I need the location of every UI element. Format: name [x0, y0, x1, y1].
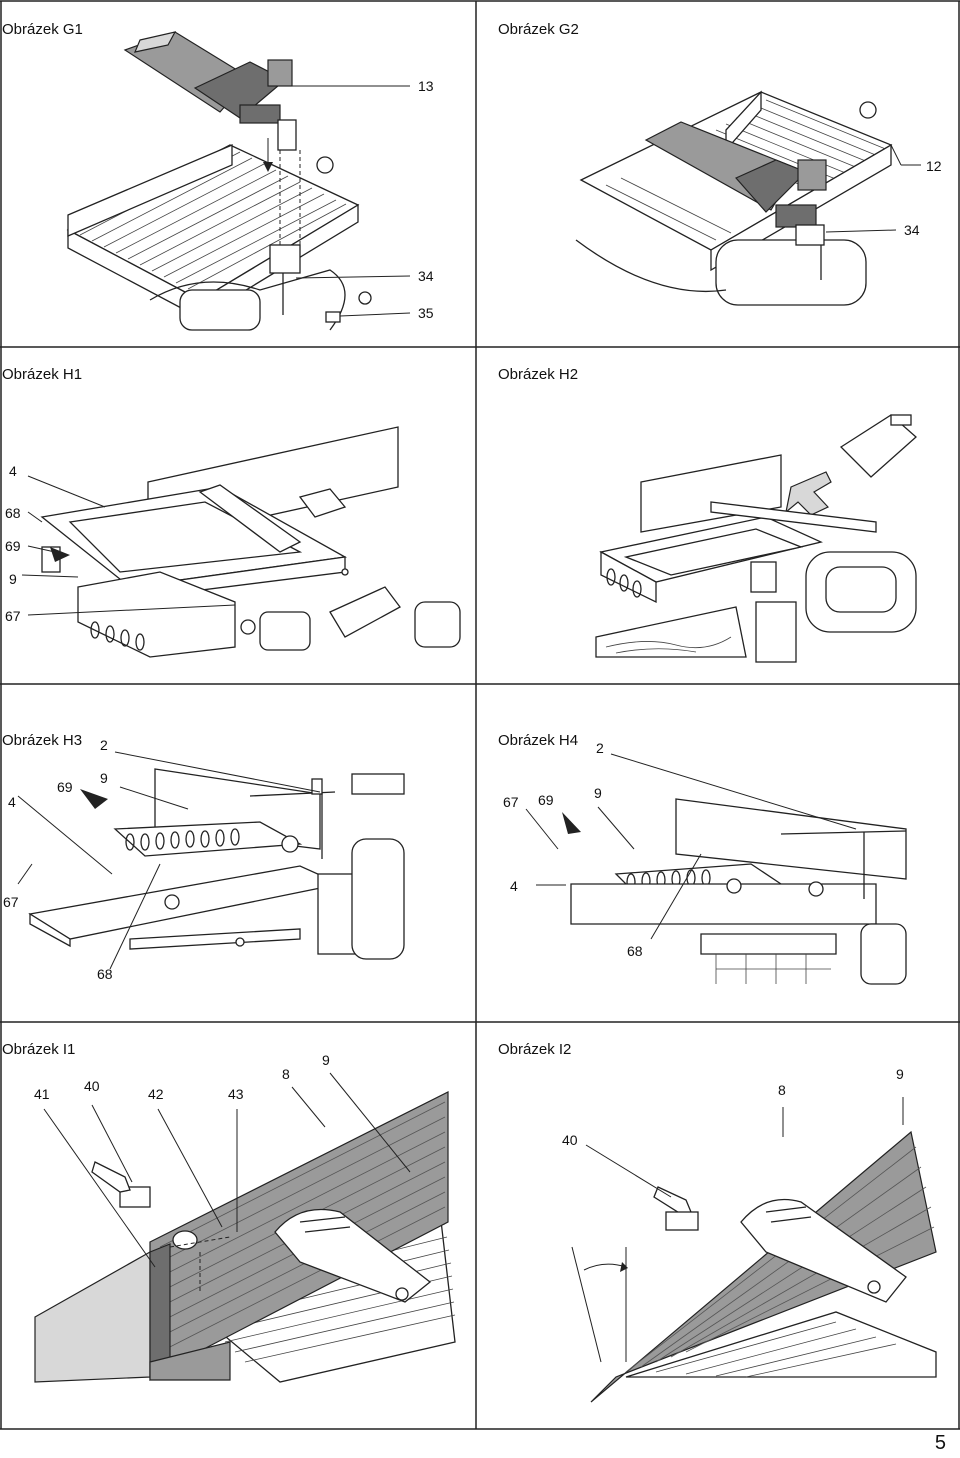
panel-title: Obrázek H2 — [498, 366, 579, 383]
panel-title: Obrázek G2 — [498, 21, 579, 38]
panel-h3: Obrázek H3 2 4 — [0, 684, 476, 1022]
callout-69: 69 — [57, 779, 73, 795]
panel-title: Obrázek H4 — [498, 732, 579, 749]
panel-h2: Obrázek H2 — [476, 347, 960, 684]
callout-9: 9 — [322, 1052, 330, 1068]
callout-9: 9 — [9, 571, 17, 587]
fence-bevel-illustration — [34, 1072, 456, 1383]
table-lowered-illustration — [525, 753, 907, 985]
panel-h1: Obrázek H1 4 68 69 9 67 — [0, 347, 476, 684]
callout-9: 9 — [100, 770, 108, 786]
callout-40: 40 — [562, 1132, 578, 1148]
callout-69: 69 — [5, 538, 21, 554]
callout-4: 4 — [8, 794, 16, 810]
panel-title: Obrázek G1 — [2, 21, 83, 38]
panel-title: Obrázek I2 — [498, 1041, 572, 1058]
callout-9: 9 — [594, 785, 602, 801]
panel-title: Obrázek I1 — [2, 1041, 76, 1058]
planer-guard-illustration — [575, 90, 921, 306]
callout-34: 34 — [418, 268, 434, 284]
callout-68: 68 — [97, 966, 113, 982]
callout-34: 34 — [904, 222, 920, 238]
callout-12: 12 — [926, 158, 942, 174]
planer-guard-illustration — [66, 31, 411, 331]
callout-67: 67 — [3, 894, 19, 910]
callout-67: 67 — [5, 608, 21, 624]
callout-4: 4 — [9, 463, 17, 479]
table-locking-illustration — [17, 751, 405, 970]
callout-68: 68 — [627, 943, 643, 959]
callout-42: 42 — [148, 1086, 164, 1102]
panel-h4: Obrázek H4 2 67 69 — [476, 684, 960, 1022]
panel-i2: Obrázek I2 8 9 40 — [476, 1022, 960, 1429]
panel-i1: Obrázek I1 — [0, 1022, 476, 1429]
callout-9: 9 — [896, 1066, 904, 1082]
fence-tilted-illustration — [571, 1097, 937, 1403]
callout-41: 41 — [34, 1086, 50, 1102]
callout-8: 8 — [778, 1082, 786, 1098]
callout-8: 8 — [282, 1066, 290, 1082]
panel-g2: Obrázek G2 12 34 — [476, 0, 960, 347]
panel-title: Obrázek H3 — [2, 732, 83, 749]
panel-g1: Obrázek G1 — [0, 0, 476, 347]
callout-13: 13 — [418, 78, 434, 94]
callout-68: 68 — [5, 505, 21, 521]
callout-2: 2 — [596, 740, 604, 756]
callout-2: 2 — [100, 737, 108, 753]
callout-67: 67 — [503, 794, 519, 810]
table-locked-illustration — [595, 414, 917, 663]
callout-43: 43 — [228, 1086, 244, 1102]
page-number: 5 — [934, 1432, 946, 1454]
callout-69: 69 — [538, 792, 554, 808]
callout-35: 35 — [418, 305, 434, 321]
callout-40: 40 — [84, 1078, 100, 1094]
callout-4: 4 — [510, 878, 518, 894]
panel-title: Obrázek H1 — [2, 366, 83, 383]
table-raising-illustration — [21, 426, 461, 658]
